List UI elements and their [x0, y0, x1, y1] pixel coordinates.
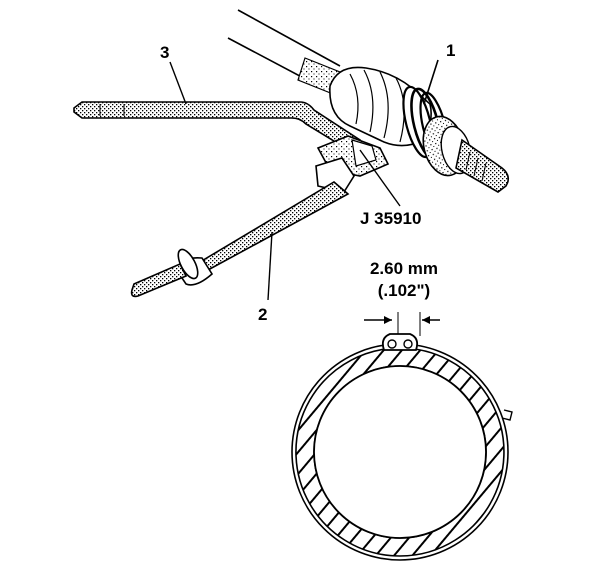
tool-number-label: J 35910 [360, 209, 421, 228]
leader-lines [169, 61, 401, 301]
clamp-ring-detail [291, 333, 513, 561]
axle-shaft [227, 9, 346, 97]
callout-1: 1 [446, 41, 455, 60]
cv-joint-housing [422, 115, 510, 193]
dimension-metric: 2.60 mm [370, 259, 438, 278]
tool-jaw-head [315, 135, 390, 193]
callout-3: 3 [160, 43, 169, 62]
tool-handle-upper [73, 101, 362, 154]
dimension-arrows [364, 312, 440, 336]
dimension-imperial: (.102") [378, 281, 430, 300]
callout-2: 2 [258, 305, 267, 324]
tool-handle-lower [130, 181, 350, 298]
